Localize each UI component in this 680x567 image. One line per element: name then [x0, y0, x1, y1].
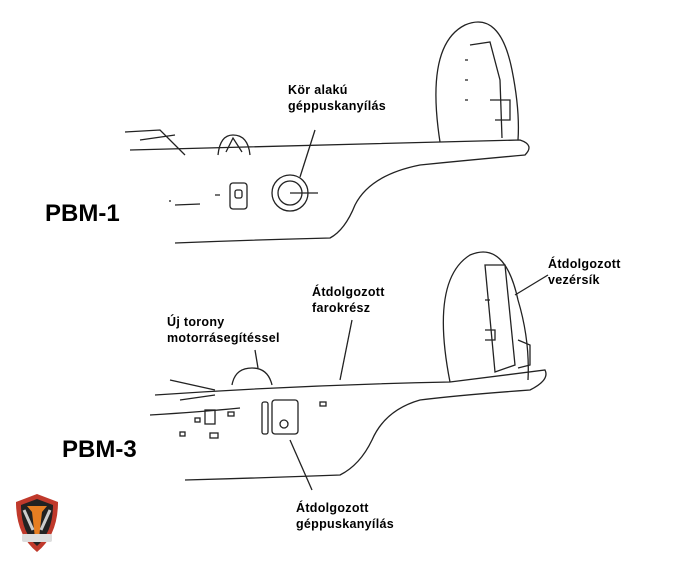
label-line: Kör alakú [288, 83, 348, 97]
label-line: vezérsík [548, 273, 600, 287]
label-revised-tail: Átdolgozott farokrész [312, 284, 385, 316]
label-line: Új torony [167, 315, 225, 329]
label-new-turret: Új torony motorrásegítéssel [167, 314, 280, 346]
label-line: motorrásegítéssel [167, 331, 280, 345]
logo-shield [16, 494, 58, 552]
label-line: Átdolgozott [548, 257, 621, 271]
pbm3-fin [442, 251, 549, 383]
label-line: géppuskanyílás [296, 517, 394, 531]
label-round-hatch: Kör alakú géppuskanyílás [288, 82, 386, 114]
label-line: géppuskanyílás [288, 99, 386, 113]
pbm1-fuselage [124, 129, 530, 244]
label-line: Átdolgozott [296, 501, 369, 515]
label-revised-hatch: Átdolgozott géppuskanyílás [296, 500, 394, 532]
label-revised-fin: Átdolgozott vezérsík [548, 256, 621, 288]
label-line: farokrész [312, 301, 371, 315]
pbm1-fin [435, 21, 520, 143]
model-label-pbm1: PBM-1 [45, 200, 120, 227]
label-line: Átdolgozott [312, 285, 385, 299]
pbm3-fuselage [149, 319, 547, 491]
model-label-pbm3: PBM-3 [62, 436, 137, 463]
